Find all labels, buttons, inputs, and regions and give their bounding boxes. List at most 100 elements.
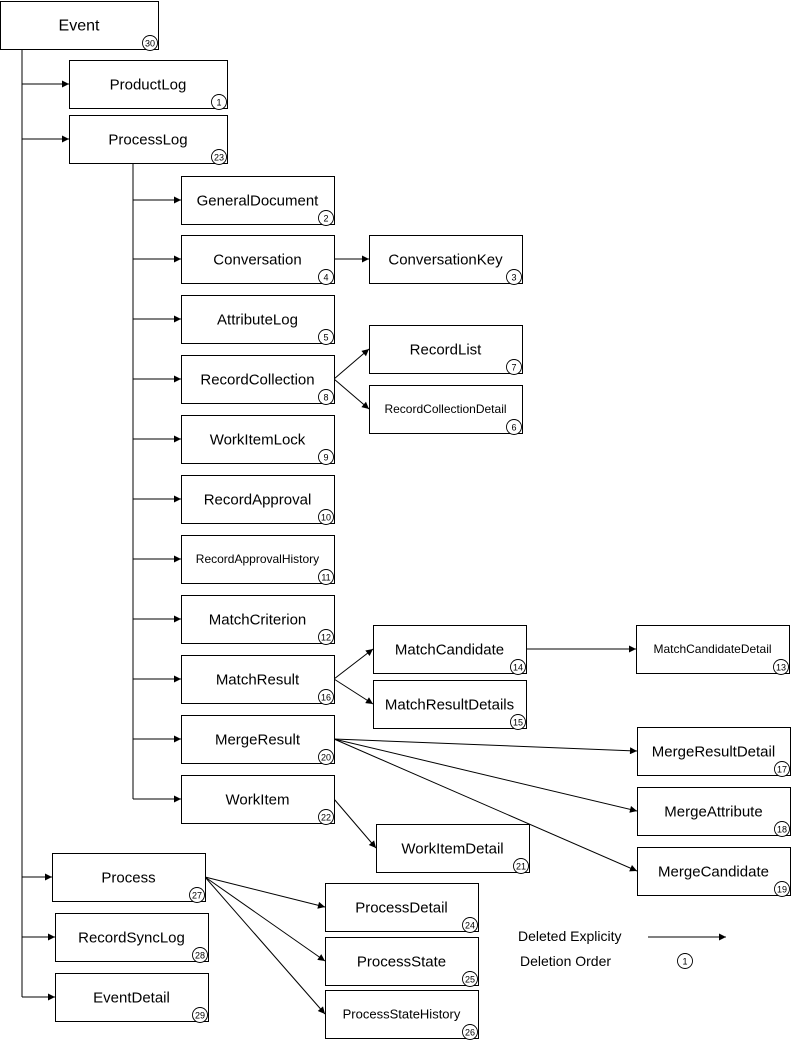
entity-label: WorkItemLock bbox=[210, 431, 306, 448]
order-badge bbox=[318, 569, 334, 585]
edge-process-processstatehistory bbox=[204, 876, 326, 1015]
entity-label: MergeResultDetail bbox=[652, 743, 775, 760]
legend-deleted-label: Deleted Explicity bbox=[518, 928, 622, 944]
entity-label: ProductLog bbox=[110, 76, 187, 93]
entity-label: Event bbox=[59, 18, 100, 35]
entity-box bbox=[325, 990, 479, 1039]
entity-label: MatchCandidate bbox=[395, 641, 504, 658]
edge-workitem-workitemdetail bbox=[333, 798, 377, 849]
order-number: 7 bbox=[511, 362, 516, 372]
entity-processstate: ProcessState 25 bbox=[325, 937, 479, 987]
order-badge bbox=[462, 917, 478, 933]
order-number: 1 bbox=[216, 97, 221, 107]
order-number: 11 bbox=[321, 572, 330, 582]
order-badge bbox=[318, 210, 334, 226]
entity-box bbox=[369, 385, 523, 434]
order-number: 26 bbox=[465, 1027, 475, 1037]
entity-box bbox=[181, 415, 335, 464]
order-badge bbox=[773, 659, 789, 675]
entity-box bbox=[637, 727, 791, 776]
entity-box bbox=[637, 847, 791, 896]
order-number: 6 bbox=[511, 422, 516, 432]
entity-label: ProcessState bbox=[357, 953, 446, 970]
entity-recordsynclog: RecordSyncLog 28 bbox=[55, 913, 209, 963]
entity-label: MatchCriterion bbox=[209, 611, 307, 628]
order-number: 17 bbox=[777, 764, 787, 774]
entity-box bbox=[0, 1, 159, 50]
order-number: 20 bbox=[321, 752, 331, 762]
entity-mergecandidate: MergeCandidate 19 bbox=[637, 847, 791, 897]
entity-box bbox=[181, 176, 335, 225]
entity-label: AttributeLog bbox=[217, 311, 298, 328]
order-number: 25 bbox=[465, 974, 475, 984]
order-number: 28 bbox=[195, 950, 205, 960]
entity-label: MatchResultDetails bbox=[385, 696, 514, 713]
entity-box bbox=[376, 824, 530, 873]
edge-mergeresult-mergeattribute bbox=[333, 738, 638, 813]
entity-label: MergeAttribute bbox=[664, 803, 762, 820]
entity-box bbox=[181, 535, 335, 584]
entity-mergeresult: MergeResult 20 bbox=[181, 715, 335, 765]
order-badge bbox=[318, 389, 334, 405]
order-badge bbox=[513, 858, 529, 874]
order-number: 18 bbox=[777, 824, 787, 834]
entity-label: RecordApproval bbox=[204, 491, 312, 508]
connector-layer bbox=[21, 49, 638, 1015]
edge-process-processdetail bbox=[204, 876, 326, 909]
entity-label: WorkItem bbox=[226, 791, 290, 808]
order-number: 19 bbox=[777, 884, 787, 894]
entity-box bbox=[69, 115, 228, 164]
order-badge bbox=[774, 821, 790, 837]
order-badge bbox=[462, 1024, 478, 1040]
entity-box bbox=[373, 680, 527, 729]
entity-box bbox=[373, 625, 527, 674]
entity-label: MergeResult bbox=[215, 731, 301, 748]
order-badge bbox=[774, 761, 790, 777]
order-badge bbox=[211, 94, 227, 110]
entity-box bbox=[181, 235, 335, 284]
order-number: 4 bbox=[323, 272, 328, 282]
entity-box bbox=[181, 775, 335, 824]
entity-label: MergeCandidate bbox=[658, 863, 769, 880]
entity-box bbox=[55, 913, 209, 962]
entity-label: GeneralDocument bbox=[197, 192, 320, 209]
entity-label: RecordSyncLog bbox=[78, 929, 185, 946]
entity-label: MatchResult bbox=[216, 671, 300, 688]
order-number: 12 bbox=[321, 632, 331, 642]
entity-box bbox=[181, 655, 335, 704]
entity-box bbox=[637, 787, 791, 836]
entity-label: MatchCandidateDetail bbox=[653, 642, 771, 656]
order-number: 8 bbox=[323, 392, 328, 402]
legend-order-label: Deletion Order bbox=[520, 953, 611, 969]
entity-attributelog: AttributeLog 5 bbox=[181, 295, 335, 345]
order-badge bbox=[318, 689, 334, 705]
order-number: 22 bbox=[321, 812, 331, 822]
entity-box bbox=[181, 475, 335, 524]
entity-box bbox=[369, 325, 523, 374]
entity-label: Conversation bbox=[213, 251, 301, 268]
entity-workitem: WorkItem 22 bbox=[181, 775, 335, 825]
order-number: 5 bbox=[323, 332, 328, 342]
entity-conversation: Conversation 4 bbox=[181, 235, 335, 285]
order-badge bbox=[318, 269, 334, 285]
order-badge bbox=[506, 269, 522, 285]
order-badge bbox=[462, 971, 478, 987]
order-badge bbox=[192, 1007, 208, 1023]
order-badge bbox=[774, 881, 790, 897]
entity-box bbox=[181, 715, 335, 764]
entity-box bbox=[325, 937, 479, 986]
entity-productlog: ProductLog 1 bbox=[69, 60, 228, 110]
entity-box bbox=[181, 295, 335, 344]
entity-box bbox=[52, 853, 206, 902]
